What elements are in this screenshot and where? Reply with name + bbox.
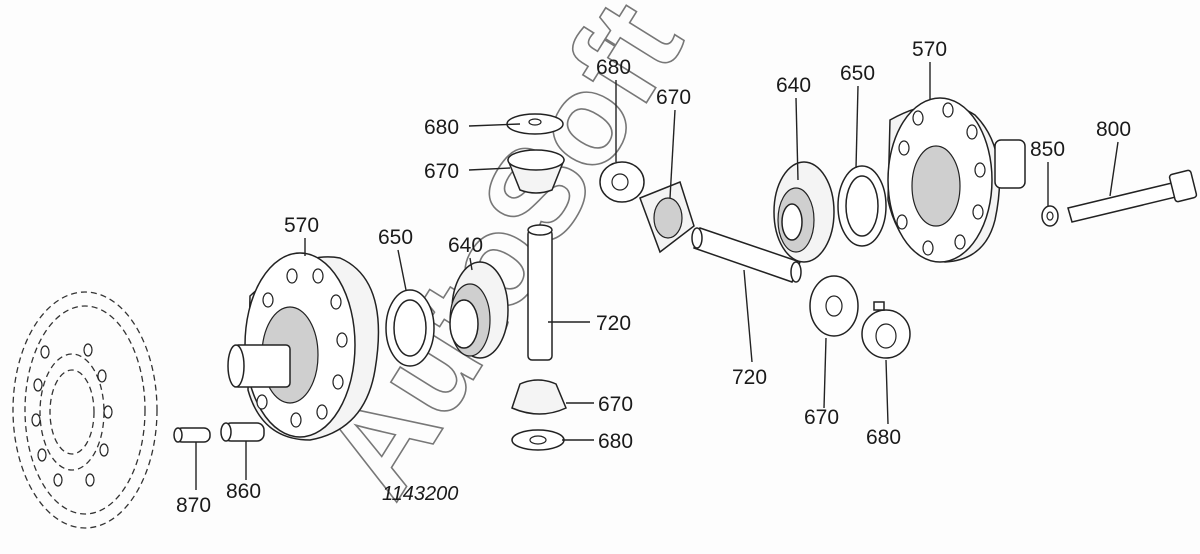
pin-870 [173,427,211,443]
washer-680-bottom-right [861,301,911,359]
pinion-670-right [639,181,695,254]
leader-lines [195,62,1119,490]
callout-860: 860 [226,480,261,503]
pinion-670-bottom [511,379,567,415]
callout-670-top: 670 [424,160,459,183]
callout-800: 800 [1096,118,1131,141]
callout-680-top: 680 [424,116,459,139]
callout-870: 870 [176,494,211,517]
cross-shaft-right-720 [691,227,802,283]
callout-570-left: 570 [284,214,319,237]
case-half-right-570 [887,97,1026,263]
lock-plate-670-bottom-right [809,275,859,337]
callout-680-right-top: 680 [596,56,631,79]
ring-gear-phantom [12,291,158,529]
callout-670-right: 670 [656,86,691,109]
side-gear-left-640 [449,261,509,359]
callout-labels: 870 860 570 650 640 680 670 720 670 680 … [176,38,1131,517]
washer-680-bottom [511,429,565,451]
callout-640-right: 640 [776,74,811,97]
watermark: AutoSoft [294,0,710,521]
callout-680-bottom: 680 [598,430,633,453]
callout-650-left: 650 [378,226,413,249]
watermark-text: AutoSoft [295,0,710,520]
callout-720-right: 720 [732,366,767,389]
callout-680-bottom-right: 680 [866,426,901,449]
washer-850 [1041,205,1059,227]
pinion-670-top [507,149,565,194]
callout-670-bottom: 670 [598,393,633,416]
callout-720-left: 720 [596,312,631,335]
washer-680-top [506,113,564,135]
thrust-washer-left-650 [385,289,435,367]
reference-number: 1143200 [382,483,458,505]
callout-670-bottom-right: 670 [804,406,839,429]
cross-shaft-left-720 [527,224,553,361]
callout-650-right: 650 [840,62,875,85]
callout-570-right: 570 [912,38,947,61]
callout-850: 850 [1030,138,1065,161]
bolt-800 [1067,169,1198,223]
washer-680-right-top [599,161,645,203]
side-gear-right-640 [773,161,835,263]
callout-640-left: 640 [448,234,483,257]
case-half-left-570 [227,252,380,441]
thrust-washer-right-650 [837,165,887,247]
pin-860 [220,422,265,442]
